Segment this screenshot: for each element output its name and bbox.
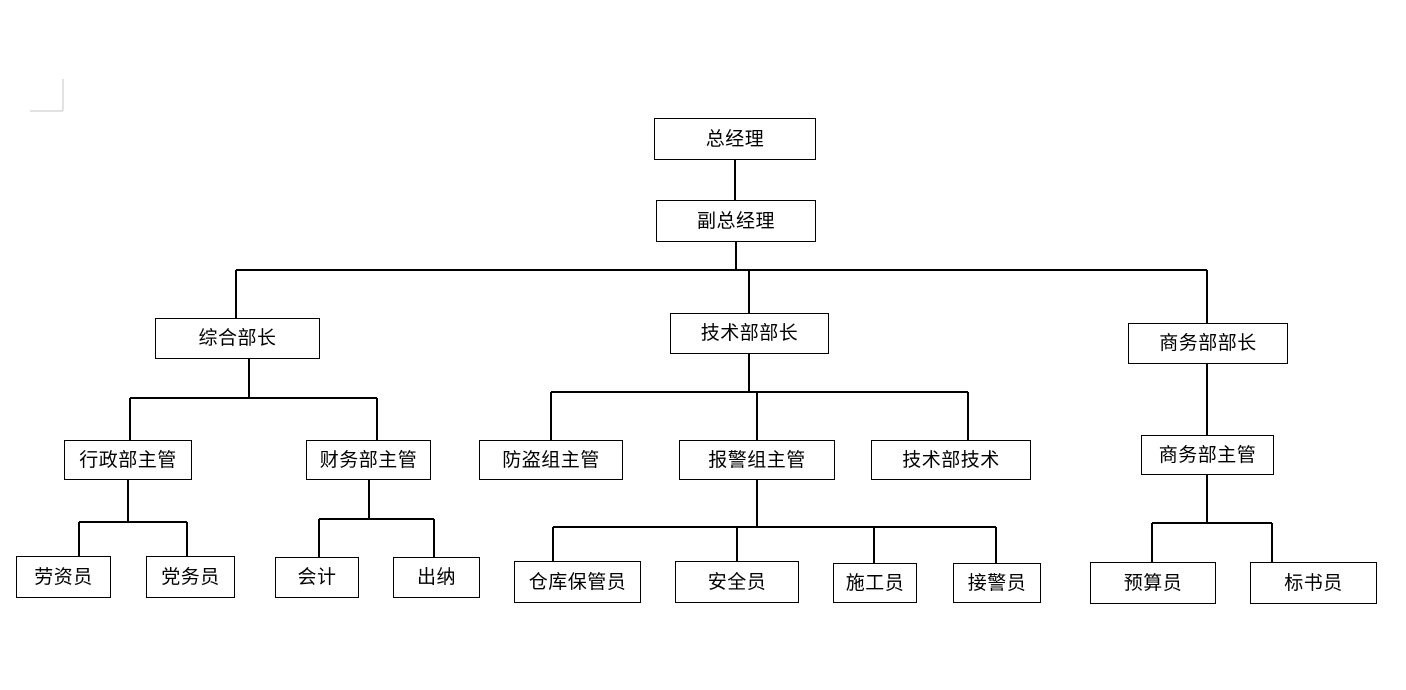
org-node-n12[interactable]: 劳资员 bbox=[16, 556, 111, 598]
page-margin-corner-mark bbox=[30, 79, 64, 112]
org-node-label: 财务部主管 bbox=[319, 448, 418, 471]
org-node-label: 会计 bbox=[297, 566, 337, 588]
org-node-label: 防盗组主管 bbox=[502, 448, 600, 471]
org-node-label: 总经理 bbox=[705, 127, 765, 150]
org-node-n6[interactable]: 行政部主管 bbox=[64, 440, 192, 480]
org-node-n20[interactable]: 预算员 bbox=[1090, 562, 1216, 604]
org-node-n17[interactable]: 安全员 bbox=[675, 561, 799, 603]
org-node-n16[interactable]: 仓库保管员 bbox=[514, 561, 641, 603]
org-node-n18[interactable]: 施工员 bbox=[833, 563, 917, 603]
org-node-n9[interactable]: 报警组主管 bbox=[679, 440, 835, 480]
org-node-label: 劳资员 bbox=[34, 565, 93, 588]
org-node-label: 商务部部长 bbox=[1159, 332, 1257, 354]
org-node-n10[interactable]: 技术部技术 bbox=[871, 440, 1031, 480]
org-node-label: 仓库保管员 bbox=[528, 570, 627, 593]
org-node-n15[interactable]: 出纳 bbox=[393, 557, 480, 598]
org-node-label: 报警组主管 bbox=[708, 448, 806, 471]
org-node-label: 商务部主管 bbox=[1158, 443, 1257, 466]
org-node-label: 安全员 bbox=[707, 570, 767, 593]
org-node-n21[interactable]: 标书员 bbox=[1250, 562, 1377, 604]
org-node-label: 接警员 bbox=[967, 571, 1027, 594]
org-node-label: 预算员 bbox=[1123, 571, 1183, 594]
org-node-n13[interactable]: 党务员 bbox=[146, 556, 235, 598]
org-node-n7[interactable]: 财务部主管 bbox=[306, 440, 431, 480]
org-node-n1[interactable]: 总经理 bbox=[654, 118, 816, 160]
org-node-label: 出纳 bbox=[416, 566, 456, 588]
org-node-n3[interactable]: 综合部长 bbox=[155, 318, 320, 359]
org-node-n4[interactable]: 技术部部长 bbox=[670, 313, 829, 354]
org-node-n2[interactable]: 副总经理 bbox=[656, 200, 816, 242]
org-node-label: 行政部主管 bbox=[79, 448, 177, 471]
org-node-label: 党务员 bbox=[161, 565, 220, 588]
org-node-n11[interactable]: 商务部主管 bbox=[1141, 435, 1274, 475]
org-node-label: 副总经理 bbox=[696, 209, 775, 232]
org-node-n14[interactable]: 会计 bbox=[275, 557, 359, 598]
org-node-label: 综合部长 bbox=[198, 327, 277, 349]
org-node-n5[interactable]: 商务部部长 bbox=[1128, 323, 1288, 364]
org-node-label: 标书员 bbox=[1284, 571, 1343, 594]
org-node-label: 技术部部长 bbox=[700, 322, 799, 344]
org-node-n19[interactable]: 接警员 bbox=[953, 563, 1041, 603]
connector-lines bbox=[78, 160, 1273, 563]
org-node-n8[interactable]: 防盗组主管 bbox=[479, 440, 623, 480]
org-node-label: 施工员 bbox=[845, 571, 905, 594]
org-node-label: 技术部技术 bbox=[902, 448, 1000, 471]
